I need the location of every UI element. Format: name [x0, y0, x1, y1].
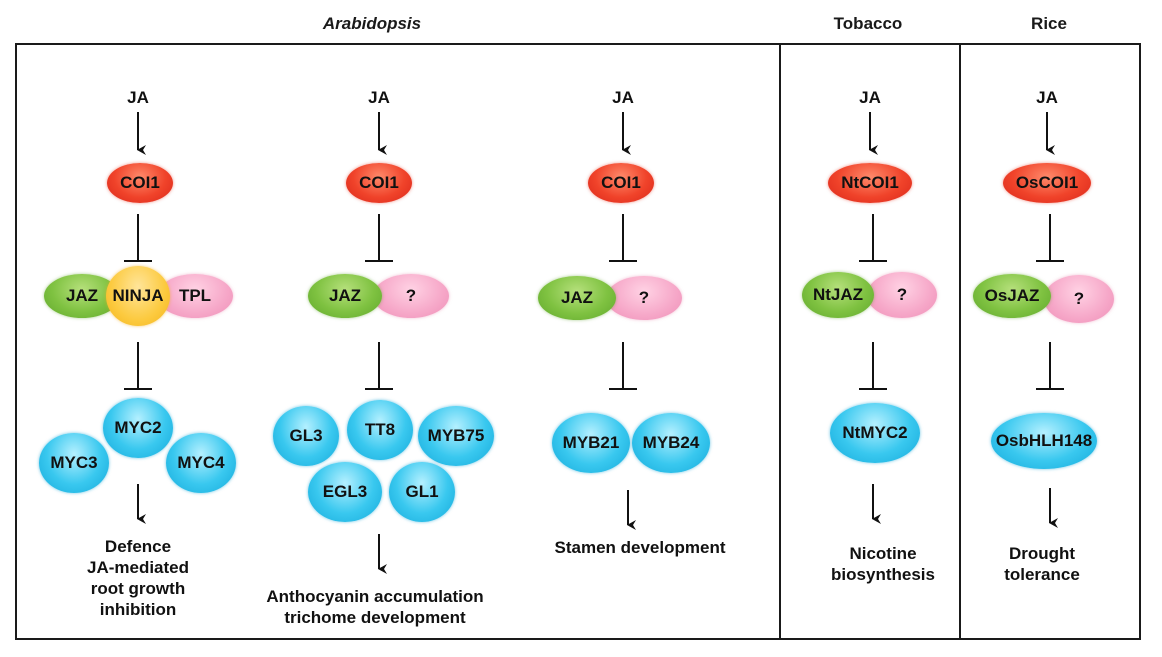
- myb75-node: MYB75: [418, 406, 494, 466]
- tpl-node: TPL: [157, 274, 233, 318]
- ja-label: JA: [1036, 88, 1058, 107]
- output-text: Stamen development: [554, 538, 726, 557]
- myb24-node: MYB24: [632, 413, 710, 473]
- unknown-node: ?: [373, 274, 449, 318]
- output-text: Drought tolerance: [1004, 544, 1080, 584]
- panel-rice: [959, 43, 1141, 640]
- jaz-node: JAZ: [308, 274, 382, 318]
- ntmyc2-node: NtMYC2: [830, 403, 920, 463]
- gl3-node: GL3: [273, 406, 339, 466]
- coi1-node: COI1: [107, 163, 173, 203]
- ja-label: JA: [859, 88, 881, 107]
- unknown-node: ?: [606, 276, 682, 320]
- tt8-node: TT8: [347, 400, 413, 460]
- jaz-node: JAZ: [44, 274, 120, 318]
- header-arabidopsis: Arabidopsis: [322, 14, 422, 33]
- myb21-node: MYB21: [552, 413, 630, 473]
- ja-label: JA: [368, 88, 390, 107]
- jaz-node: JAZ: [538, 276, 616, 320]
- header-rice: Rice: [1031, 14, 1067, 33]
- osbhlh148-node: OsbHLH148: [991, 413, 1097, 469]
- coi1-node: COI1: [588, 163, 654, 203]
- myc2-node: MYC2: [103, 398, 173, 458]
- gl1-node: GL1: [389, 462, 455, 522]
- output-text: Anthocyanin accumulation trichome develo…: [266, 587, 484, 627]
- unknown-node: ?: [867, 272, 937, 318]
- unknown-node: ?: [1044, 275, 1114, 323]
- ninja-node: NINJA: [106, 266, 170, 326]
- osjaz-node: OsJAZ: [973, 274, 1051, 318]
- egl3-node: EGL3: [308, 462, 382, 522]
- oscoi1-node: OsCOI1: [1003, 163, 1091, 203]
- ntcoi1-node: NtCOI1: [828, 163, 912, 203]
- ntjaz-node: NtJAZ: [802, 272, 874, 318]
- ja-label: JA: [127, 88, 149, 107]
- myc3-node: MYC3: [39, 433, 109, 493]
- output-text: Defence JA-mediated root growth inhibiti…: [86, 537, 190, 619]
- header-tobacco: Tobacco: [833, 14, 903, 33]
- coi1-node: COI1: [346, 163, 412, 203]
- myc4-node: MYC4: [166, 433, 236, 493]
- ja-label: JA: [612, 88, 634, 107]
- output-text: Nicotine biosynthesis: [831, 544, 935, 584]
